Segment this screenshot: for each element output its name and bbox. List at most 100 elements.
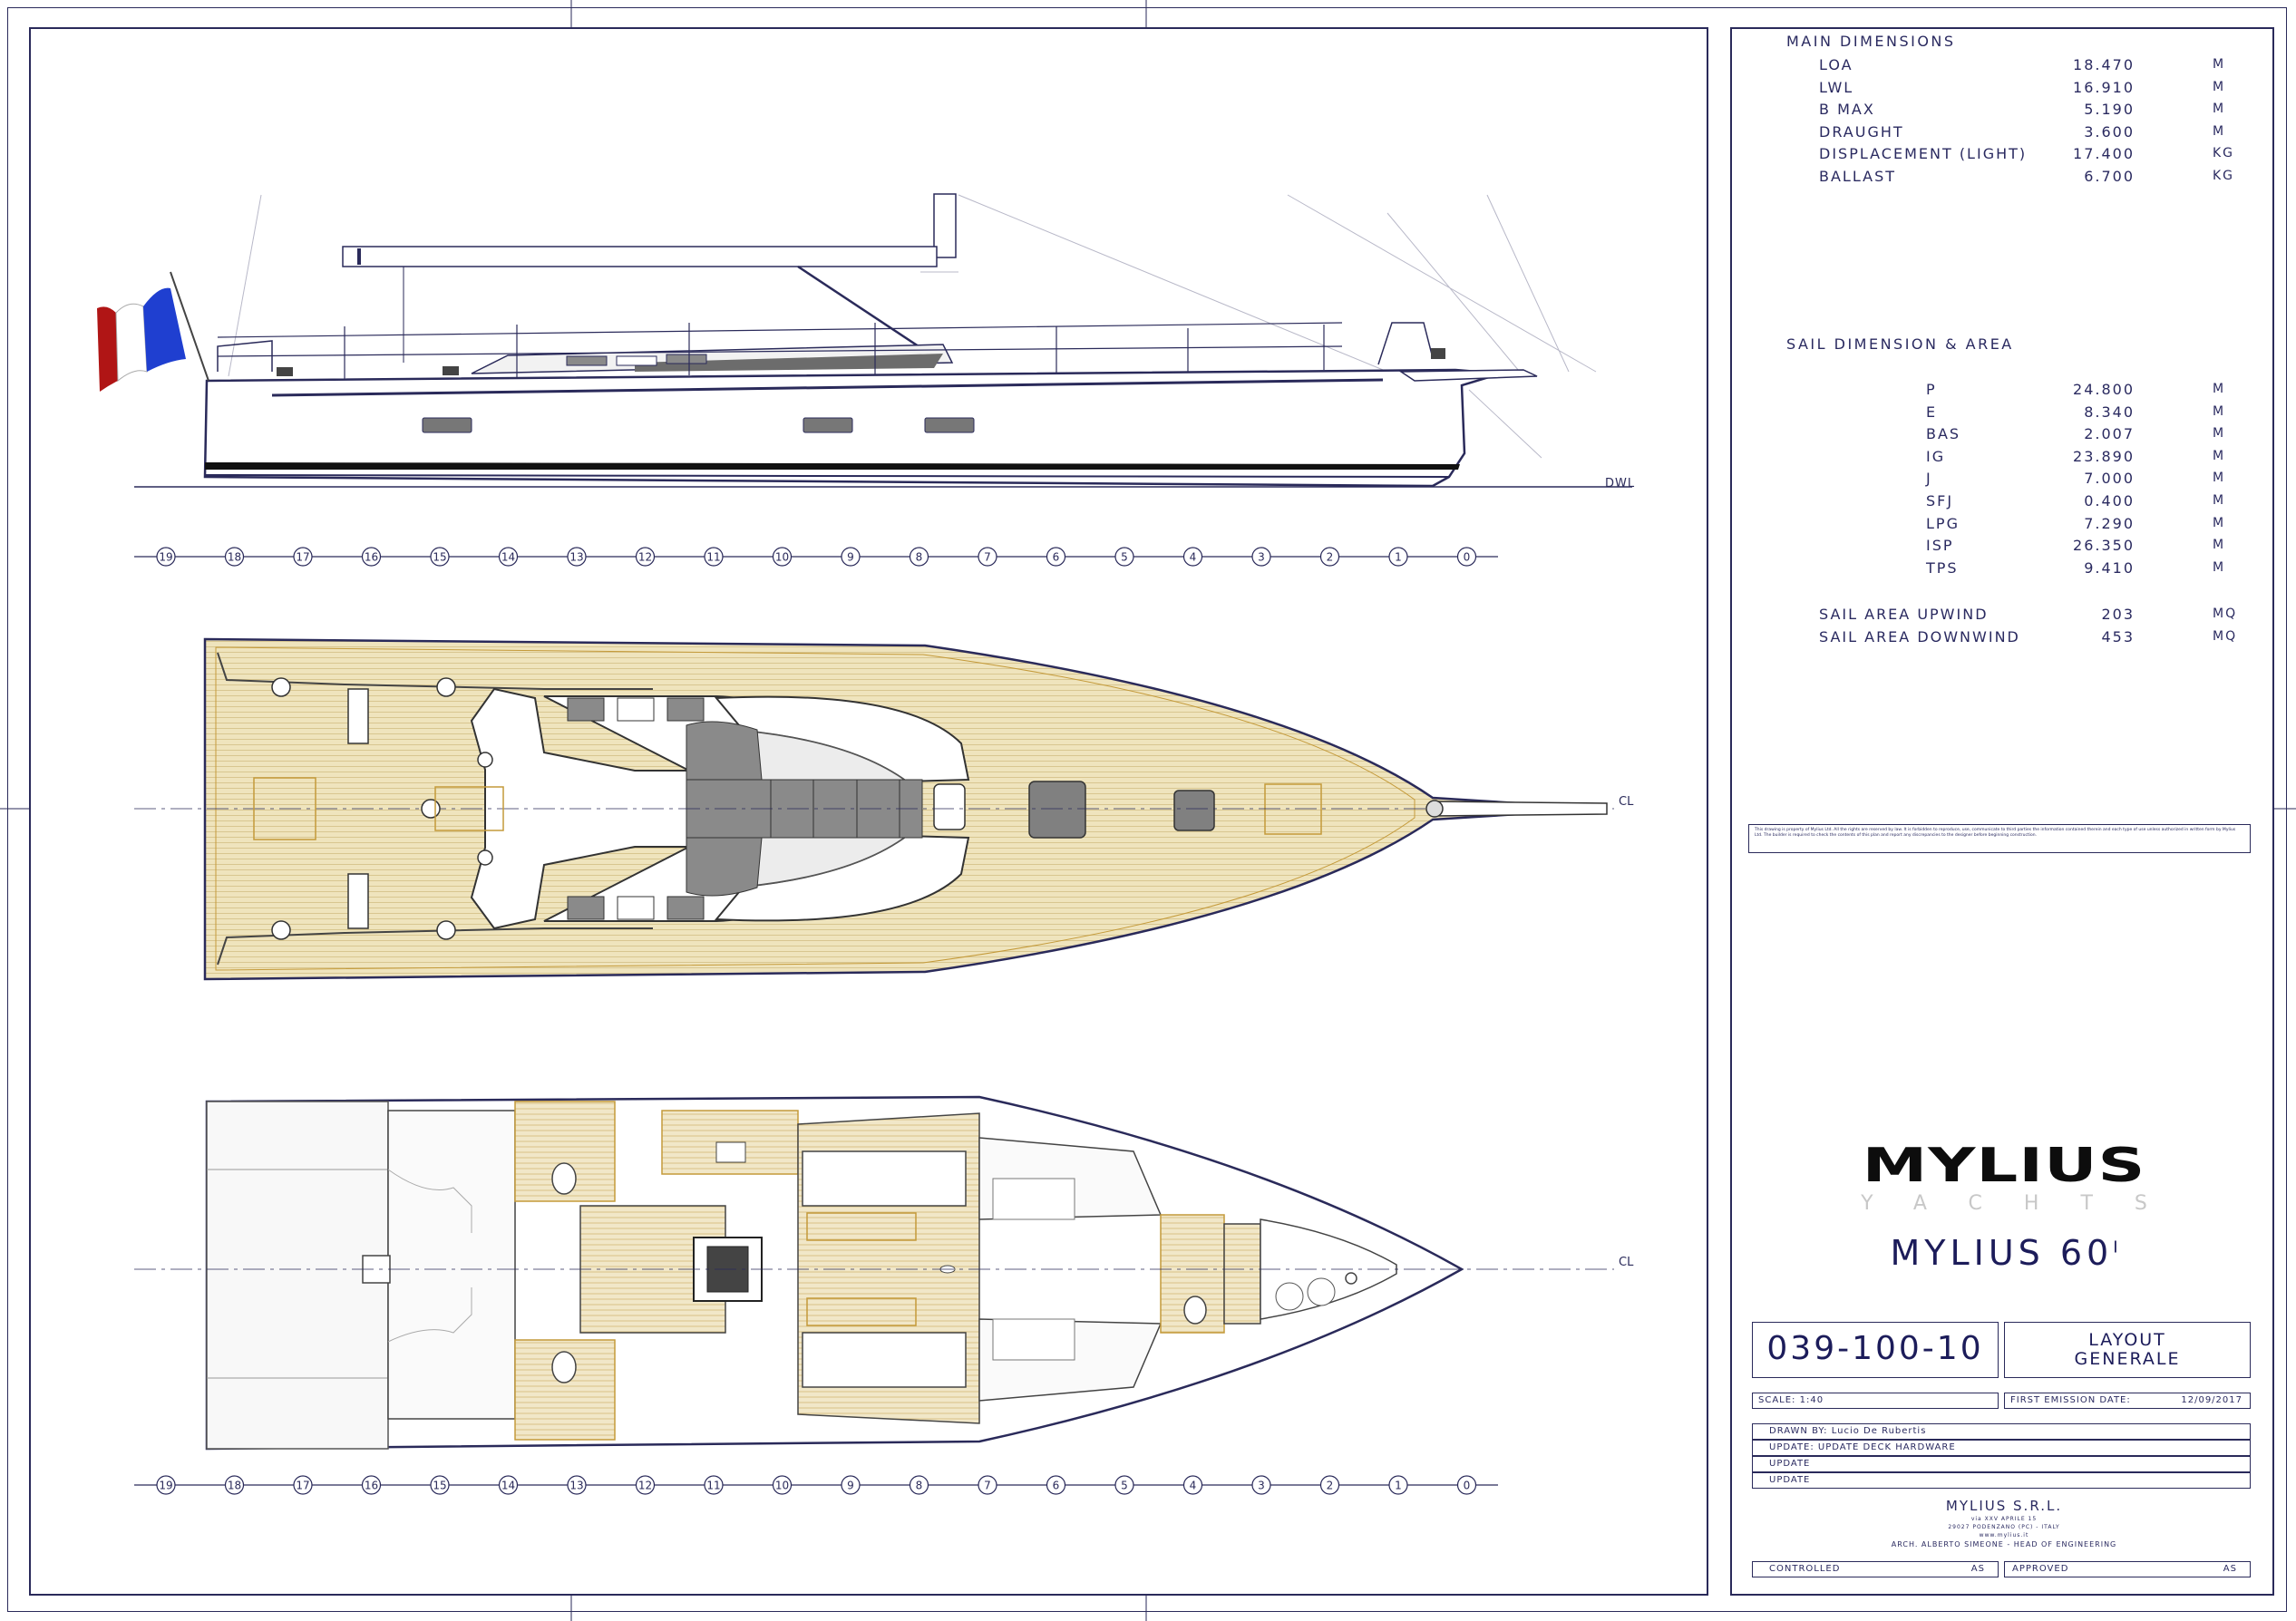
drawing-title: LAYOUT GENERALE xyxy=(2004,1322,2251,1378)
spec-unit: M xyxy=(2213,515,2226,530)
spec-unit: M xyxy=(2213,123,2226,139)
station-label: 12 xyxy=(638,1480,652,1492)
station-label: 7 xyxy=(984,1480,991,1492)
station-label: 0 xyxy=(1464,551,1471,564)
station-label: 4 xyxy=(1190,1480,1197,1492)
station-marker xyxy=(841,547,861,567)
spec-value: 7.000 xyxy=(2084,470,2135,488)
station-marker xyxy=(772,1475,793,1495)
station-label: 9 xyxy=(847,551,854,564)
station-label: 19 xyxy=(159,551,172,564)
station-marker xyxy=(430,547,450,567)
spec-label: SFJ xyxy=(1926,492,1954,510)
station-label: 18 xyxy=(228,551,241,564)
station-marker xyxy=(1114,547,1134,567)
station-label: 17 xyxy=(296,551,309,564)
drawing-number: 039-100-10 xyxy=(1752,1322,1999,1378)
station-marker xyxy=(909,1475,929,1495)
station-label: 10 xyxy=(775,551,789,564)
spec-label: LWL xyxy=(1819,78,1854,96)
station-marker xyxy=(1182,1475,1203,1495)
controlled-label: CONTROLLED xyxy=(1769,1564,1841,1574)
flag-icon xyxy=(97,271,209,392)
station-label: 8 xyxy=(916,551,923,564)
spec-unit: M xyxy=(2213,559,2226,575)
station-marker xyxy=(1456,1475,1477,1495)
station-marker xyxy=(567,547,587,567)
address-line-1: via XXV APRILE 15 xyxy=(1970,1516,2038,1522)
station-label: 7 xyxy=(984,551,991,564)
mylius-logo: MYLIUS xyxy=(1862,1138,2146,1193)
spec-label: E xyxy=(1926,403,1938,421)
station-marker xyxy=(635,1475,656,1495)
station-marker xyxy=(1114,1475,1134,1495)
mylius-logo-sub: YACHTS xyxy=(1861,1192,2189,1215)
scale-box: SCALE: 1:40 xyxy=(1752,1393,1999,1409)
station-label: 1 xyxy=(1395,551,1402,564)
spec-unit: KG xyxy=(2213,146,2235,161)
cl-label-interior: CL xyxy=(1619,1256,1634,1269)
station-marker xyxy=(224,547,245,567)
spec-value: 2.007 xyxy=(2084,425,2135,443)
website: www.mylius.it xyxy=(1979,1532,2029,1538)
station-label: 15 xyxy=(433,1480,446,1492)
spec-unit: M xyxy=(2213,538,2226,553)
dwl-label: DWL xyxy=(1605,477,1635,490)
spec-label: DRAUGHT xyxy=(1819,122,1904,141)
station-marker xyxy=(361,1475,382,1495)
spec-value: 24.800 xyxy=(2073,381,2135,398)
station-marker xyxy=(1046,547,1066,567)
deck-plan xyxy=(134,637,1614,981)
spec-label: BALLAST xyxy=(1819,168,1896,185)
station-label: 0 xyxy=(1464,1480,1471,1492)
first-emission-box: FIRST EMISSION DATE: 12/09/2017 xyxy=(2004,1393,2251,1409)
scale-text: SCALE: 1:40 xyxy=(1758,1395,1824,1405)
drawn-by: DRAWN BY: Lucio De Rubertis xyxy=(1769,1426,1927,1436)
spec-unit: M xyxy=(2213,57,2226,72)
approved-by: AS xyxy=(2223,1564,2237,1574)
spec-value: 0.400 xyxy=(2084,492,2135,510)
spec-value: 18.470 xyxy=(2073,56,2135,73)
drawing-border xyxy=(29,27,1708,1596)
station-label: 6 xyxy=(1053,1480,1060,1492)
station-marker xyxy=(567,1475,587,1495)
spec-value: 453 xyxy=(2101,627,2135,645)
spec-value: 5.190 xyxy=(2084,101,2135,119)
spec-unit: MQ xyxy=(2213,607,2238,621)
station-marker xyxy=(293,547,313,567)
main-dimensions-title: MAIN DIMENSIONS xyxy=(1786,33,1956,50)
station-label: 14 xyxy=(501,551,515,564)
update-2: UPDATE xyxy=(1769,1459,1811,1469)
station-label: 14 xyxy=(501,1480,515,1492)
station-marker xyxy=(361,547,382,567)
spec-unit: M xyxy=(2213,448,2226,463)
spec-value: 16.910 xyxy=(2073,78,2135,96)
station-marker xyxy=(1319,547,1340,567)
spec-value: 17.400 xyxy=(2073,145,2135,163)
model-text: MYLIUS 60 xyxy=(1890,1233,2114,1273)
first-emission-label: FIRST EMISSION DATE: xyxy=(2010,1395,2131,1405)
station-label: 10 xyxy=(775,1480,789,1492)
update-1: UPDATE: UPDATE DECK HARDWARE xyxy=(1769,1442,1956,1452)
spec-label: P xyxy=(1926,381,1937,398)
station-label: 13 xyxy=(569,1480,583,1492)
head-of-engineering: ARCH. ALBERTO SIMEONE - HEAD OF ENGINEER… xyxy=(1891,1540,2117,1548)
outer-border xyxy=(7,7,2287,1612)
model-name: MYLIUS 60I xyxy=(1859,1233,2149,1273)
station-label: 19 xyxy=(159,1480,172,1492)
station-label: 5 xyxy=(1121,1480,1128,1492)
drawn-by-row: DRAWN BY: Lucio De Rubertis xyxy=(1752,1423,2251,1440)
station-label: 6 xyxy=(1053,551,1060,564)
station-label: 11 xyxy=(706,551,720,564)
station-marker xyxy=(704,1475,724,1495)
update-row-2: UPDATE xyxy=(1752,1456,2251,1472)
update-row-3: UPDATE xyxy=(1752,1472,2251,1489)
controlled-by: AS xyxy=(1970,1564,1985,1574)
station-label: 8 xyxy=(916,1480,923,1492)
spec-value: 6.700 xyxy=(2084,168,2135,185)
station-label: 16 xyxy=(365,1480,378,1492)
spec-label: B MAX xyxy=(1819,101,1875,119)
station-marker xyxy=(635,547,656,567)
